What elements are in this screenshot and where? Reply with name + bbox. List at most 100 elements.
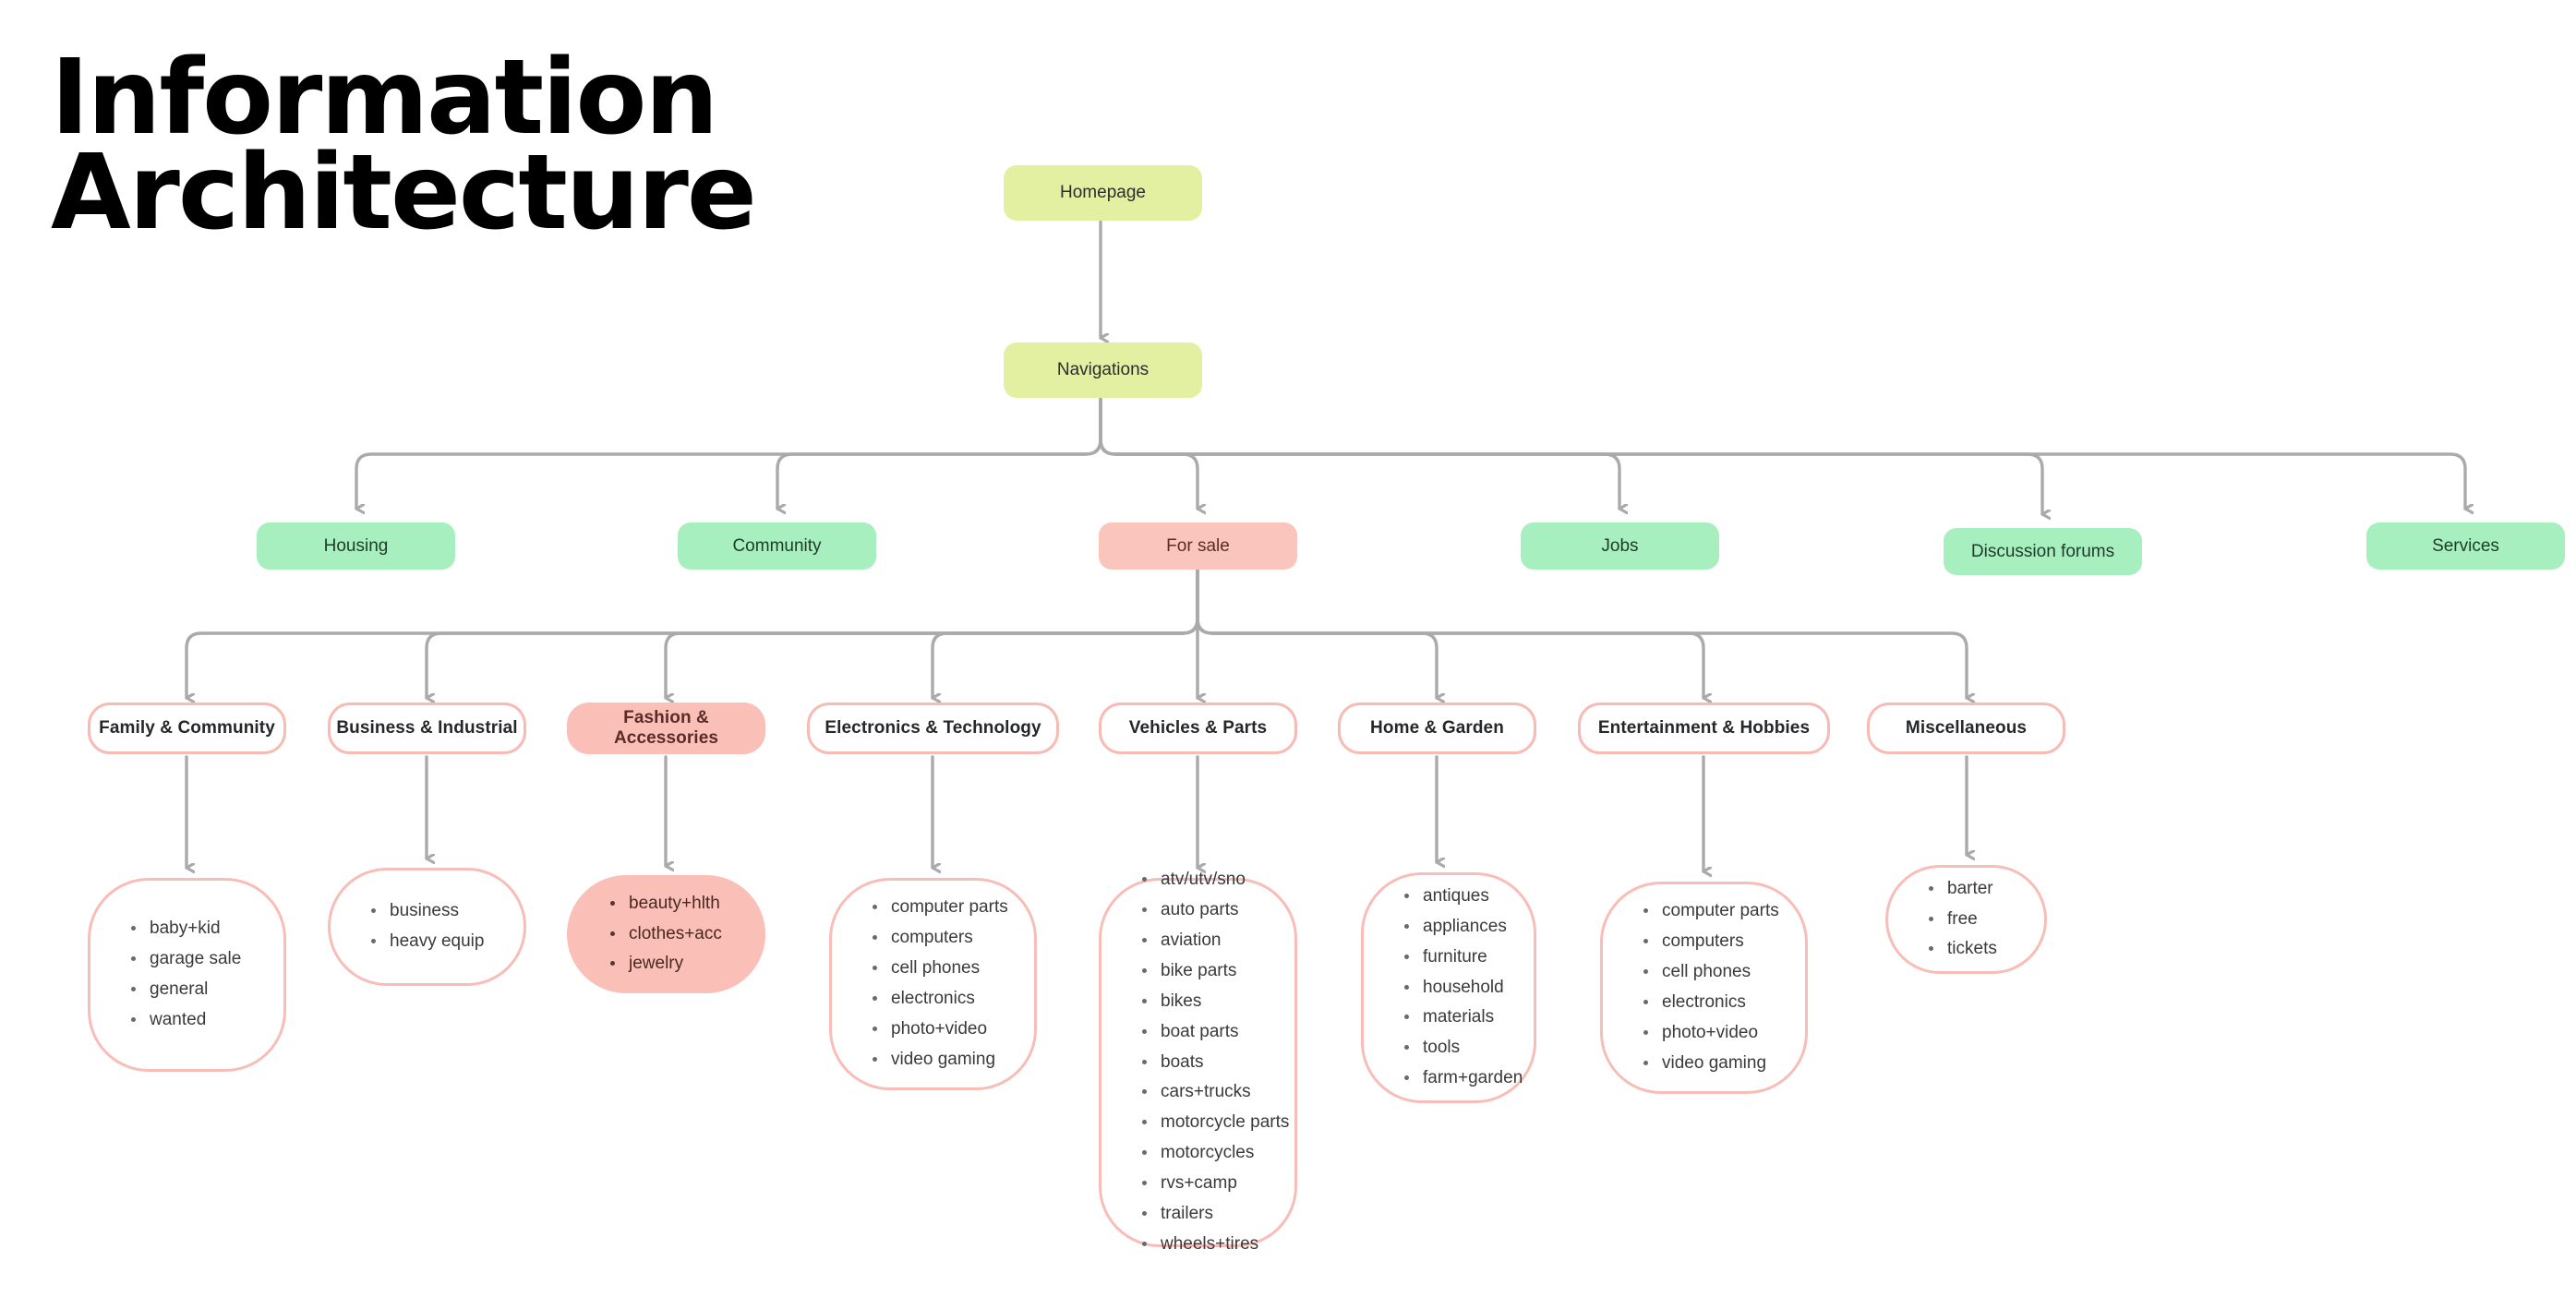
list-item: computer parts	[1643, 896, 1805, 927]
list-item: motorcycles	[1142, 1138, 1294, 1169]
list-item: computer parts	[873, 893, 1034, 923]
list-item: bike parts	[1142, 956, 1294, 987]
node-category-electronics-technology[interactable]: Electronics & Technology	[807, 703, 1059, 754]
list-item: bikes	[1142, 987, 1294, 1017]
node-category-entertainment-hobbies[interactable]: Entertainment & Hobbies	[1578, 703, 1830, 754]
node-section-services[interactable]: Services	[2366, 522, 2565, 570]
node-navigations-label: Navigations	[1056, 360, 1150, 379]
node-category-vehicles-parts[interactable]: Vehicles & Parts	[1099, 703, 1297, 754]
node-category-home-garden-label: Home & Garden	[1370, 718, 1504, 738]
list-item: baby+kid	[131, 914, 283, 944]
node-category-vehicles-parts-label: Vehicles & Parts	[1128, 718, 1268, 738]
list-item: photo+video	[1643, 1018, 1805, 1049]
node-section-community[interactable]: Community	[678, 522, 876, 570]
list-item: boat parts	[1142, 1017, 1294, 1048]
list-item: beauty+hlth	[610, 889, 763, 919]
list-item: cars+trucks	[1142, 1077, 1294, 1108]
node-homepage-label: Homepage	[1060, 183, 1146, 202]
list-item: clothes+acc	[610, 919, 763, 950]
list-item: video gaming	[873, 1045, 1034, 1075]
node-section-for-sale[interactable]: For sale	[1099, 522, 1297, 570]
list-item: general	[131, 975, 283, 1005]
list-item: free	[1929, 905, 2044, 935]
list-item: materials	[1404, 1003, 1534, 1033]
node-section-jobs[interactable]: Jobs	[1521, 522, 1719, 570]
list-item: tickets	[1929, 934, 2044, 965]
list-item: electronics	[873, 984, 1034, 1015]
node-section-discussion-forums-label: Discussion forums	[1970, 541, 2115, 561]
edge-nav-forsale	[1099, 397, 1198, 509]
list-item: motorcycle parts	[1142, 1108, 1294, 1138]
node-section-community-label: Community	[732, 535, 822, 556]
page-title: Information Architecture	[51, 38, 757, 254]
node-category-miscellaneous-label: Miscellaneous	[1905, 718, 2028, 738]
node-category-entertainment-hobbies-label: Entertainment & Hobbies	[1597, 718, 1811, 738]
list-item: video gaming	[1643, 1049, 1805, 1079]
list-item: barter	[1929, 874, 2044, 905]
node-section-housing[interactable]: Housing	[257, 522, 455, 570]
node-category-business-industrial[interactable]: Business & Industrial	[328, 703, 526, 754]
edge-forsale-misc	[1196, 568, 1967, 698]
list-item: rvs+camp	[1142, 1169, 1294, 1199]
node-category-fashion-accessories[interactable]: Fashion & Accessories	[567, 703, 765, 754]
node-category-family-community-label: Family & Community	[99, 718, 275, 738]
list-item: business	[371, 896, 524, 927]
node-category-family-community[interactable]: Family & Community	[88, 703, 286, 754]
list-item: household	[1404, 973, 1534, 1003]
list-item: computers	[1643, 927, 1805, 957]
list-item: appliances	[1404, 912, 1534, 943]
edge-nav-housing	[355, 397, 1102, 509]
node-section-services-label: Services	[2432, 535, 2499, 556]
list-item: furniture	[1404, 943, 1534, 973]
list-item: photo+video	[873, 1015, 1034, 1045]
node-category-miscellaneous[interactable]: Miscellaneous	[1867, 703, 2065, 754]
node-category-business-industrial-label: Business & Industrial	[336, 718, 518, 738]
list-item: cell phones	[873, 954, 1034, 984]
node-section-for-sale-label: For sale	[1166, 535, 1230, 556]
list-item: wanted	[131, 1005, 283, 1036]
edge-forsale-business	[425, 568, 1199, 698]
node-section-jobs-label: Jobs	[1601, 535, 1639, 556]
node-category-electronics-technology-label: Electronics & Technology	[825, 718, 1041, 738]
list-item: computers	[873, 923, 1034, 954]
edge-nav-discussion	[1099, 397, 2042, 514]
node-category-fashion-accessories-label: Fashion & Accessories	[613, 708, 719, 748]
node-category-home-garden[interactable]: Home & Garden	[1338, 703, 1536, 754]
list-item: heavy equip	[371, 927, 524, 957]
list-item: farm+garden	[1404, 1063, 1534, 1094]
list-item: antiques	[1404, 882, 1534, 912]
node-homepage[interactable]: Homepage	[1004, 165, 1202, 221]
edge-nav-community	[776, 397, 1102, 509]
edge-forsale-home	[1196, 568, 1437, 698]
list-item: trailers	[1142, 1199, 1294, 1230]
list-item: jewelry	[610, 949, 763, 979]
list-item: aviation	[1142, 926, 1294, 956]
list-item: tools	[1404, 1033, 1534, 1063]
edge-nav-services	[1099, 397, 2465, 509]
list-item: atv/utv/sno	[1142, 865, 1294, 895]
edge-forsale-entertainment	[1196, 568, 1703, 698]
node-section-housing-label: Housing	[323, 535, 389, 556]
list-item: boats	[1142, 1048, 1294, 1078]
list-item: electronics	[1643, 988, 1805, 1018]
edge-forsale-electronics	[931, 568, 1199, 698]
node-section-discussion-forums[interactable]: Discussion forums	[1944, 528, 2142, 575]
edge-forsale-fashion	[664, 568, 1199, 698]
node-navigations[interactable]: Navigations	[1004, 342, 1202, 398]
